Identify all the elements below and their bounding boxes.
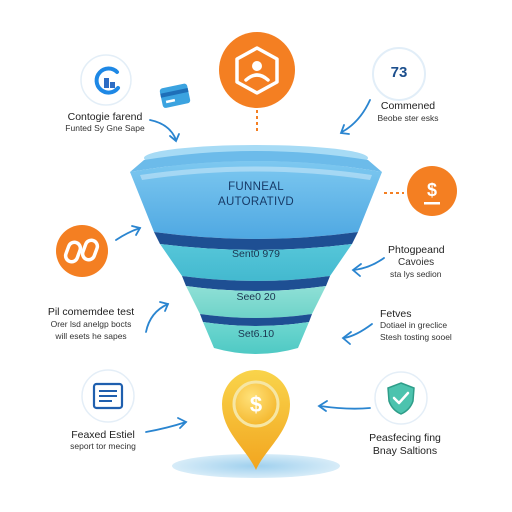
label-lower-right-sub2: Stesh tosting sooel [380, 332, 452, 342]
arrow-mid-left [115, 227, 141, 241]
chain-link-icon [56, 225, 108, 277]
label-bottom-left-sub: seport tor mecing [70, 441, 136, 451]
label-mid-right-sub1: Cavoies [398, 257, 435, 268]
dollar-square-icon: $ [407, 166, 457, 216]
svg-text:$: $ [427, 180, 437, 200]
funnel-tier-bottom [203, 322, 309, 354]
arrow-top-right [341, 99, 371, 133]
chart-g-icon [80, 54, 132, 106]
count-badge-value: 73 [390, 64, 408, 81]
label-lower-right-title: Fetves [380, 308, 412, 320]
label-mid-left-title: Pil comemdee test [47, 306, 135, 318]
document-list-icon [81, 369, 135, 423]
funnel-tier-low [186, 286, 326, 318]
label-bottom-right-sub: Bnay Saltions [372, 445, 438, 457]
funnel-tier-3-label: Set6.10 [237, 328, 275, 340]
funnel-band-2 [182, 276, 330, 291]
funnel [130, 145, 382, 354]
arrow-mid-right [353, 257, 385, 271]
funnel-tier-mid [160, 244, 352, 281]
label-mid-left-sub2: will esets he sapes [55, 331, 127, 341]
cube-person-icon [219, 32, 295, 108]
arrows [115, 99, 385, 433]
label-top-left-sub: Funted Sy Gne Sape [65, 123, 145, 133]
label-mid-right-title: Phtogpeand [388, 244, 445, 256]
funnel-tier-top [130, 161, 382, 239]
label-top-right-sub: Beobe ster esks [377, 113, 439, 123]
funnel-band-1 [154, 232, 358, 250]
arrow-lower-right [343, 323, 373, 339]
arrow-bottom-right [319, 405, 371, 410]
label-top-left-title: Contogie farend [67, 111, 143, 123]
funnel-tier-1-label: Sent0 979 [232, 248, 280, 260]
funnel-title-line1: FUNNEAL [228, 181, 284, 193]
label-top-right-title: Commened [380, 100, 436, 112]
label-bottom-right-title: Peasfecing fing [369, 432, 441, 444]
label-lower-right-sub1: Dotiael in greclice [380, 320, 448, 330]
funnel-tier-2-label: See0 20 [236, 291, 276, 303]
arrow-lower-left [145, 303, 169, 333]
svg-text:$: $ [250, 392, 262, 417]
count-badge [372, 47, 426, 101]
arrow-bottom-left [145, 421, 187, 433]
funnel-band-3 [200, 314, 312, 326]
label-mid-right-sub2: sta lys sedion [390, 269, 442, 279]
label-mid-left-sub1: Orer lsd anelgp bocts [50, 319, 132, 329]
credit-card-icon [159, 83, 191, 108]
dollar-coin-pin-icon: $ [172, 370, 340, 478]
shield-check-icon [374, 371, 428, 425]
label-bottom-left-title: Feaxed Estiel [71, 429, 135, 441]
funnel-title-line2: AUTORATIVD [217, 196, 295, 208]
arrow-top-left [149, 119, 177, 141]
